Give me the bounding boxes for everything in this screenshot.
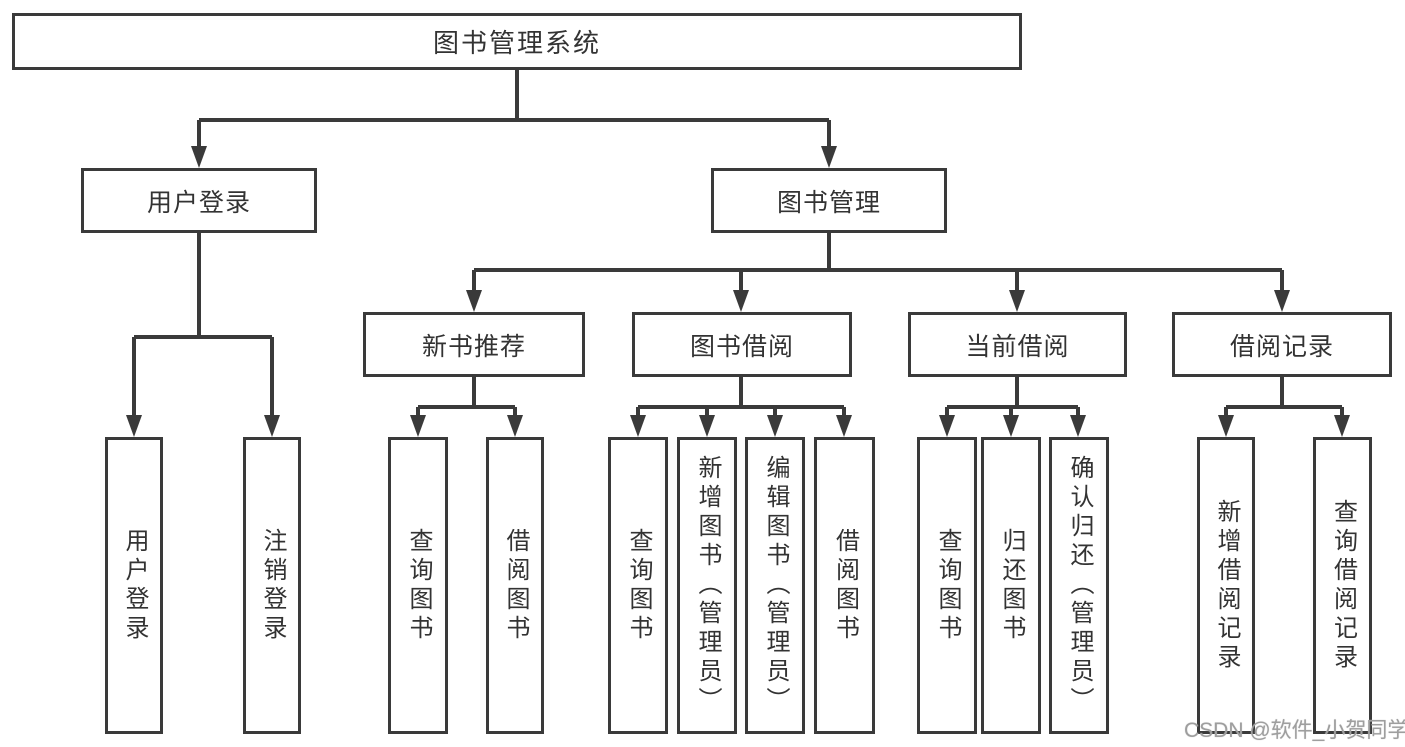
node-library-management-system: 图书管理系统 [12, 13, 1022, 70]
node-label: 查询借阅记录 [1329, 498, 1357, 673]
arrow-down-icon [410, 415, 426, 437]
node-label: 图书管理系统 [432, 28, 601, 58]
arrow-down-icon [767, 415, 783, 437]
arrow-down-icon [733, 290, 749, 312]
node-label: 新书推荐 [421, 332, 526, 361]
node-label: 确认归还（管理员） [1066, 455, 1093, 716]
csdn-watermark: CSDN @软件_小贺同学 [1184, 719, 1405, 742]
arrow-down-icon [836, 415, 852, 437]
arrow-down-icon [821, 146, 837, 168]
arrow-down-icon [630, 415, 646, 437]
arrow-down-icon [1334, 415, 1350, 437]
leaf-borrow-books: 借阅图书 [814, 437, 875, 734]
connector-path [132, 69, 1344, 419]
node-label: 借阅记录 [1229, 332, 1334, 361]
node-label: 编辑图书（管理员） [762, 455, 789, 716]
arrow-down-icon [1274, 290, 1290, 312]
arrow-down-icon [126, 415, 142, 437]
node-label: 借阅图书 [831, 527, 859, 644]
node-user-login: 用户登录 [81, 168, 317, 233]
leaf-borrow-books-recommend: 借阅图书 [486, 437, 544, 734]
node-label: 用户登录 [121, 527, 148, 644]
arrow-down-icon [939, 415, 955, 437]
node-label: 用户登录 [146, 188, 251, 217]
node-label: 借阅图书 [502, 527, 529, 644]
leaf-query-borrow-record: 查询借阅记录 [1313, 437, 1372, 734]
node-borrowing-records: 借阅记录 [1172, 312, 1392, 377]
node-current-borrowing: 当前借阅 [908, 312, 1127, 377]
arrow-down-icon [1070, 415, 1086, 437]
node-label: 图书管理 [776, 188, 881, 217]
leaf-add-borrow-record: 新增借阅记录 [1197, 437, 1255, 734]
node-label: 新增借阅记录 [1213, 498, 1240, 673]
leaf-edit-books-admin: 编辑图书（管理员） [745, 437, 805, 734]
node-label: 查询图书 [405, 527, 432, 644]
leaf-query-books-current: 查询图书 [917, 437, 977, 734]
arrow-down-icon [1218, 415, 1234, 437]
leaf-user-login: 用户登录 [105, 437, 163, 734]
arrow-down-icon [466, 290, 482, 312]
leaf-query-books-recommend: 查询图书 [388, 437, 448, 734]
leaf-logout: 注销登录 [243, 437, 301, 734]
node-label: 查询图书 [625, 527, 652, 644]
node-label: 图书借阅 [689, 332, 794, 361]
arrow-down-icon [699, 415, 715, 437]
leaf-return-books: 归还图书 [981, 437, 1041, 734]
arrow-down-icon [264, 415, 280, 437]
node-label: 新增图书（管理员） [694, 455, 721, 716]
node-book-management: 图书管理 [711, 168, 947, 233]
arrow-down-icon [507, 415, 523, 437]
arrow-down-icon [191, 146, 207, 168]
node-label: 注销登录 [259, 527, 286, 644]
node-new-book-recommendation: 新书推荐 [363, 312, 585, 377]
leaf-confirm-return-admin: 确认归还（管理员） [1049, 437, 1109, 734]
node-book-borrowing: 图书借阅 [632, 312, 852, 377]
node-label: 查询图书 [934, 527, 961, 644]
arrow-down-icon [1009, 290, 1025, 312]
node-label: 归还图书 [998, 527, 1025, 644]
arrow-down-icon [1003, 415, 1019, 437]
leaf-add-books-admin: 新增图书（管理员） [677, 437, 737, 734]
node-label: 当前借阅 [965, 332, 1070, 361]
leaf-query-books-borrowing: 查询图书 [608, 437, 668, 734]
